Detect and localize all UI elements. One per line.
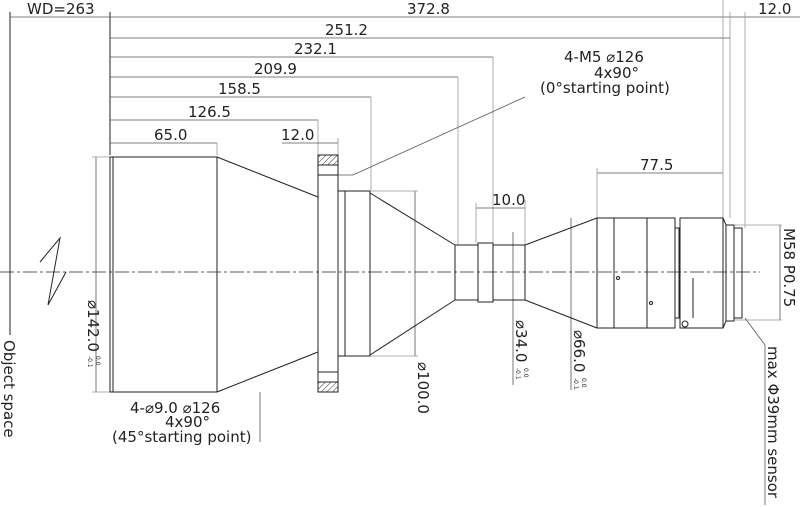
dia66-label: ⌀66.0 [570,330,588,372]
sensor-note: max Φ39mm sensor [764,346,782,499]
dia100-dimension: ⌀100.0 [414,362,432,414]
bottom-note-line2: 4x90° [165,413,210,431]
dia34-tol-upper: 0.0 [522,368,529,378]
top-note-line1: 4-M5 ⌀126 [564,48,644,66]
dia100-label: ⌀100.0 [414,362,432,414]
horizontal-dimensions [10,0,800,245]
top-note-line3: (0°starting point) [540,79,670,97]
dia142-tol-lower: -0.1 [86,356,93,368]
dim-126-label: 126.5 [188,103,231,121]
dim-209-label: 209.9 [254,60,297,78]
flange-thickness-label: 12.0 [281,126,314,144]
dim-65-label: 65.0 [154,126,187,144]
bottom-note-line3: (45°starting point) [112,428,251,446]
dia34-dimension: ⌀34.0 0.0 -0.1 [512,320,530,380]
lens-body [109,154,743,393]
object-space-note: Object space [0,340,18,438]
mount-thread-label: M58 P0.75 [780,228,798,307]
dim-77-label: 77.5 [640,156,673,174]
dia142-label: ⌀142.0 [84,300,102,352]
dia142-tol-upper: 0.0 [94,356,101,366]
dia34-label: ⌀34.0 [512,320,530,362]
dim-10-label: 10.0 [492,191,525,209]
dim-232-label: 232.1 [294,40,337,58]
dia34-tol-lower: -0.1 [514,368,521,380]
sensor-label: max Φ39mm sensor [764,346,782,499]
object-space-label: Object space [0,340,18,438]
back-focus-label: 12.0 [758,0,791,18]
mounting-flange [317,154,339,393]
dim-251-label: 251.2 [325,21,368,39]
break-symbol [39,236,67,306]
vertical-dimensions [92,156,782,505]
dia142-dimension: ⌀142.0 0.0 -0.1 [84,300,102,368]
dia66-tol-lower: -0.1 [572,378,579,390]
bottom-note-line1: 4-⌀9.0 ⌀126 [130,399,220,417]
top-note-line2: 4x90° [594,64,639,82]
mount-thread-dimension: M58 P0.75 [780,228,798,307]
dia66-tol-upper: 0.0 [580,378,587,388]
top-note-leader [338,96,526,176]
total-length-label: 372.8 [407,0,450,18]
wd-label: WD=263 [27,0,95,18]
dia66-dimension: ⌀66.0 0.0 -0.1 [570,330,588,390]
dim-158-label: 158.5 [218,80,261,98]
